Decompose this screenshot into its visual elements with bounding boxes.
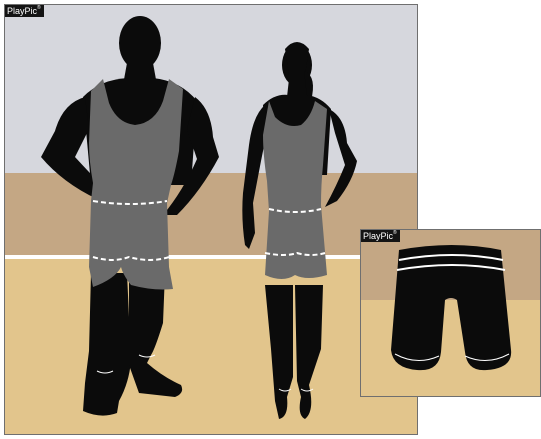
female-singlet	[263, 101, 327, 279]
inset-playpic-badge: PlayPic®	[361, 230, 400, 242]
compression-shorts-scene	[361, 230, 541, 397]
wall-wainscot	[5, 173, 418, 257]
gym-floor	[5, 257, 418, 435]
playpic-badge: PlayPic®	[5, 5, 44, 17]
inset-illustration: PlayPic®	[360, 229, 541, 397]
floor-boundary-line	[5, 255, 418, 259]
main-illustration: PlayPic®	[4, 4, 418, 435]
inset-floor	[361, 300, 541, 397]
wrestlers-scene	[5, 5, 418, 435]
